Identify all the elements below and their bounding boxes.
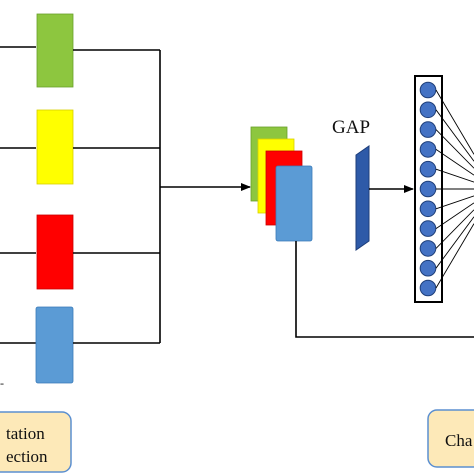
fc-node [419, 279, 437, 297]
fc-fan-line [435, 168, 474, 183]
skip-connection [295, 241, 474, 338]
fc-node [419, 240, 437, 257]
fc-fan-line [435, 149, 474, 176]
red-block [36, 214, 74, 290]
fc-fan-line [435, 129, 474, 169]
fc-fan-line [435, 223, 474, 289]
green-block [36, 13, 74, 88]
fc-node [419, 121, 437, 138]
feature-stack [250, 126, 313, 242]
fc-nodes [419, 81, 437, 297]
right-label: Cha [445, 431, 473, 450]
stray-mark: - [0, 376, 4, 390]
stack-blue [275, 165, 313, 242]
fc-node [419, 141, 437, 158]
fc-fan-line [435, 216, 474, 269]
fc-fan-line [435, 109, 474, 162]
fc-fan-lines [435, 89, 474, 289]
fc-node [419, 220, 437, 237]
left-label-box [0, 411, 72, 473]
fc-node [419, 259, 437, 277]
fc-node [419, 81, 437, 99]
fc-fan-line [435, 195, 474, 210]
input-lines [0, 46, 36, 344]
left-label-line2: ection [6, 447, 48, 466]
fc-node [419, 101, 437, 119]
right-label-box [427, 409, 474, 468]
blue-block [35, 306, 74, 384]
fc-fan-line [435, 209, 474, 249]
fc-node [419, 160, 437, 178]
gap-label: GAP [332, 117, 370, 138]
merge-lines [73, 49, 161, 344]
fc-node [419, 200, 437, 218]
gap-bar [355, 145, 370, 251]
fc-node [419, 180, 437, 198]
fc-fan-line [435, 89, 474, 155]
fc-fan-line [435, 202, 474, 229]
left-label-line1: tation [6, 424, 45, 443]
yellow-block [36, 109, 74, 185]
